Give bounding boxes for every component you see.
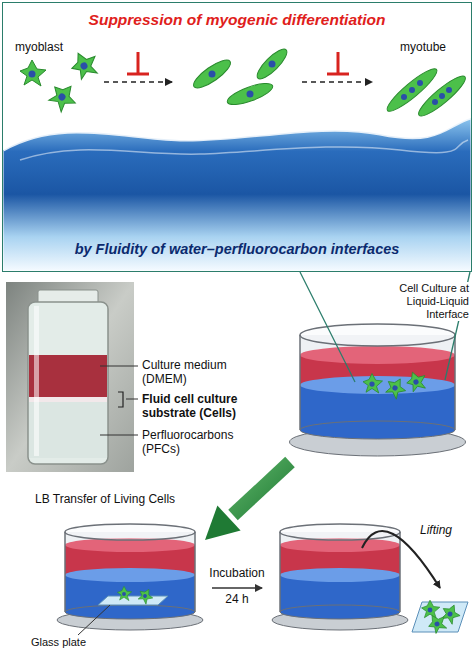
time-label: 24 h <box>208 592 266 606</box>
cell-label: myotube <box>400 40 460 54</box>
layer-label: Perfluorocarbons (PFCs) <box>142 428 252 456</box>
step-label: Lifting <box>420 523 470 537</box>
step-label: LB Transfer of Living Cells <box>35 492 200 506</box>
dish-label: Cell Culture at Liquid-Liquid Interface <box>382 282 470 321</box>
cell-label: myoblast <box>15 40 75 54</box>
part-label: Glass plate <box>30 636 112 649</box>
panel-heading: Suppression of myogenic differentiation <box>7 11 467 29</box>
layer-label: Culture medium (DMEM) <box>142 358 242 386</box>
step-label: Incubation <box>204 566 270 580</box>
layer-label: Fluid cell culture substrate (Cells) <box>142 392 267 420</box>
panel-subtitle: by Fluidity of water–perfluorocarbon int… <box>7 241 467 258</box>
